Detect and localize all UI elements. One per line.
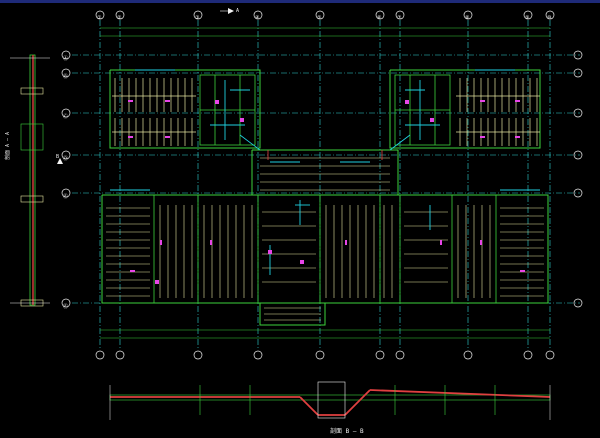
axis-label-d: Ⓓ: [63, 156, 69, 162]
joists-right-wing: [456, 78, 540, 146]
axis-label-2: ②: [117, 15, 122, 21]
section-mark-top-label: A: [236, 8, 240, 14]
axis-label-10: ⑩: [547, 15, 552, 21]
axis-label-4: ④: [255, 15, 260, 21]
axis-bubbles-side: [61, 50, 583, 308]
section-mark-left-label: B: [56, 154, 60, 160]
reinforcement-marks: [110, 69, 540, 275]
axis-label-f: Ⓕ: [63, 304, 69, 310]
core-walls: [199, 74, 451, 146]
axis-label-6: ⑥: [377, 15, 382, 21]
rebar-tags: [128, 100, 525, 284]
section-marker-top: [220, 8, 234, 14]
beams-plan: [267, 150, 383, 160]
lower-partitions: [153, 195, 497, 303]
left-section-drawing: [10, 54, 50, 307]
joists-lower-right: [457, 205, 544, 298]
dimension-lines-bottom: [100, 329, 550, 339]
joists-protrusion: [264, 307, 321, 321]
axis-bubbles-top: [95, 10, 555, 20]
section-title-left: 剖面 A — A: [5, 131, 11, 160]
cad-drawing-canvas[interactable]: [0, 3, 600, 438]
axis-label-8: ⑧: [465, 15, 470, 21]
dimension-lines-top: [100, 27, 550, 37]
axis-label-b: Ⓑ: [63, 74, 69, 80]
axis-label-a: Ⓐ: [63, 56, 69, 62]
axis-label-e: Ⓔ: [63, 194, 69, 200]
axis-label-9: ⑨: [525, 15, 530, 21]
joists-lower-left: [106, 205, 193, 298]
joists-lower-center-right: [325, 205, 448, 298]
outer-walls: [101, 69, 549, 326]
axis-label-1: ①: [97, 15, 102, 21]
window-top-bar: [0, 0, 600, 3]
bottom-section-drawing: [109, 381, 551, 420]
axis-label-7: ⑦: [397, 15, 402, 21]
middle-slab: [260, 157, 390, 191]
joists-lower-center-left: [203, 205, 316, 298]
axis-label-5: ⑤: [317, 15, 322, 21]
axis-label-3: ③: [195, 15, 200, 21]
section-title-bottom: 剖面 B — B: [330, 428, 364, 435]
axis-label-c: Ⓒ: [63, 114, 69, 120]
section-marker-left: [57, 158, 63, 164]
joists-left-wing: [112, 78, 196, 146]
axis-bubbles-bottom: [95, 350, 555, 360]
